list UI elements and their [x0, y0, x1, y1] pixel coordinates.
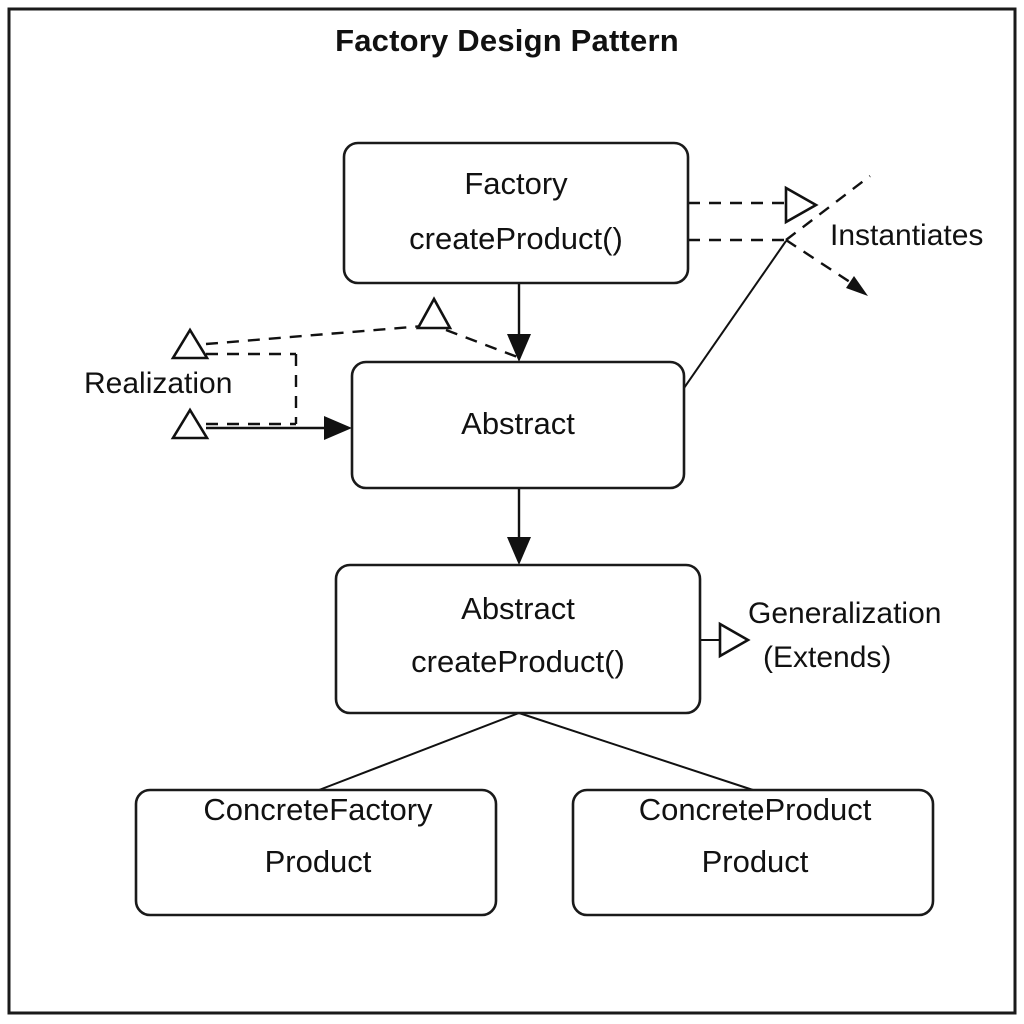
node-concrete-product-product-title: ConcreteProduct — [639, 792, 872, 827]
arrowhead-hollow-triangle-icon — [170, 407, 210, 440]
node-factory[interactable]: Factory createProduct() — [342, 141, 690, 285]
edge-abstract-to-abstract-createproduct — [507, 488, 531, 565]
arrowhead-filled-diagonal-icon — [846, 276, 868, 296]
node-concrete-factory-product-subtitle: Product — [265, 844, 372, 879]
node-factory-title: Factory — [464, 166, 568, 201]
edge-instantiates — [683, 175, 871, 389]
node-concrete-product-product-subtitle: Product — [702, 844, 809, 879]
arrowhead-hollow-triangle-icon — [784, 185, 819, 225]
node-abstract-title: Abstract — [461, 406, 575, 441]
arrowhead-filled-down-icon — [507, 334, 531, 362]
edge-factory-to-abstract — [507, 283, 531, 362]
node-abstract-create-product-box[interactable] — [334, 563, 702, 715]
arrowhead-hollow-triangle-icon — [170, 327, 210, 360]
node-concrete-factory-product-title: ConcreteFactory — [203, 792, 433, 827]
edge-label-generalization-extends: (Extends) — [763, 641, 891, 674]
node-concrete-factory-product-box[interactable] — [134, 788, 498, 917]
node-concrete-product-product[interactable]: ConcreteProduct Product — [571, 788, 935, 917]
arrowhead-filled-right-icon — [324, 416, 352, 440]
node-factory-method: createProduct() — [409, 221, 623, 256]
edge-label-realization: Realization — [84, 367, 232, 400]
edge-generalization — [700, 621, 751, 659]
node-abstract[interactable]: Abstract — [350, 360, 686, 490]
node-abstract-create-product[interactable]: Abstract createProduct() — [334, 563, 702, 715]
arrowhead-hollow-triangle-icon — [718, 621, 751, 659]
node-concrete-product-product-box[interactable] — [571, 788, 935, 917]
arrowhead-hollow-triangle-icon — [415, 296, 453, 330]
node-concrete-factory-product[interactable]: ConcreteFactory Product — [134, 788, 498, 917]
node-abstract-create-product-method: createProduct() — [411, 644, 625, 679]
node-abstract-create-product-title: Abstract — [461, 591, 575, 626]
node-factory-box[interactable] — [342, 141, 690, 285]
edge-label-instantiates: Instantiates — [830, 219, 983, 252]
edge-label-generalization: Generalization — [748, 597, 941, 630]
edge-inheritance-fork — [318, 712, 754, 791]
node-abstract-box[interactable] — [350, 360, 686, 490]
edge-realization — [170, 296, 521, 440]
page-title: Factory Design Pattern — [335, 23, 679, 58]
arrowhead-filled-down-icon — [507, 537, 531, 565]
